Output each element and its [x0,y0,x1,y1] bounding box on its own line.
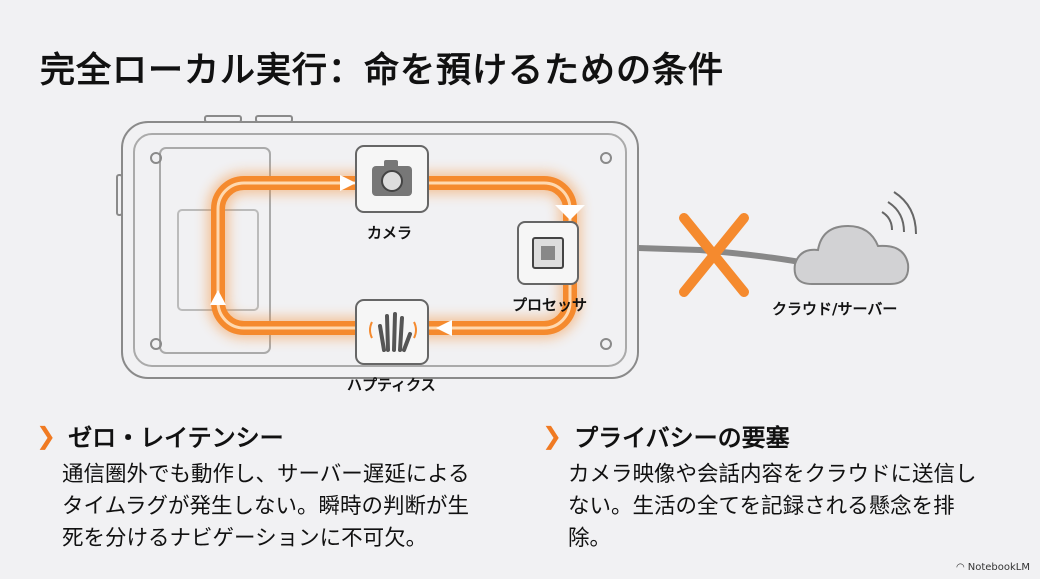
section-heading: プライバシーの要塞 [574,424,790,452]
device-outline [116,115,639,379]
haptics-label: ハプティクス [347,376,436,394]
section-line: ない。生活の全てを記録される懸念を排 [568,494,955,519]
brand-watermark: ◠ NotebookLM [956,562,1030,573]
cable [637,245,801,265]
section-heading: ゼロ・レイテンシー [68,424,284,452]
cloud-label: クラウド/サーバー [772,300,898,318]
brand-name: NotebookLM [967,562,1030,573]
camera-icon [355,145,429,213]
haptics-icon [355,299,429,365]
section-privacy: ❯ プライバシーの要塞 カメラ映像や会話内容をクラウドに送信し ない。生活の全てを… [542,418,977,555]
processor-label: プロセッサ [512,296,588,314]
section-line: タイムラグが発生しない。瞬時の判断が生 [62,494,469,519]
section-line: 死を分けるナビゲーションに不可欠。 [62,526,428,551]
chevron-right-icon: ❯ [36,421,57,450]
section-line: カメラ映像や会話内容をクラウドに送信し [568,462,977,487]
blocked-x-icon [679,213,749,297]
chevron-right-icon: ❯ [542,421,563,450]
camera-label: カメラ [367,224,413,242]
notebooklm-logo-icon: ◠ [956,562,965,573]
section-zero-latency: ❯ ゼロ・レイテンシー 通信圏外でも動作し、サーバー遅延による タイムラグが発生し… [36,418,470,555]
processor-icon [517,221,579,285]
slide-title: 完全ローカル実行：命を預けるための条件 [40,51,725,91]
section-line: 除。 [568,526,612,551]
section-line: 通信圏外でも動作し、サーバー遅延による [62,462,470,487]
cloud-icon [793,191,917,285]
